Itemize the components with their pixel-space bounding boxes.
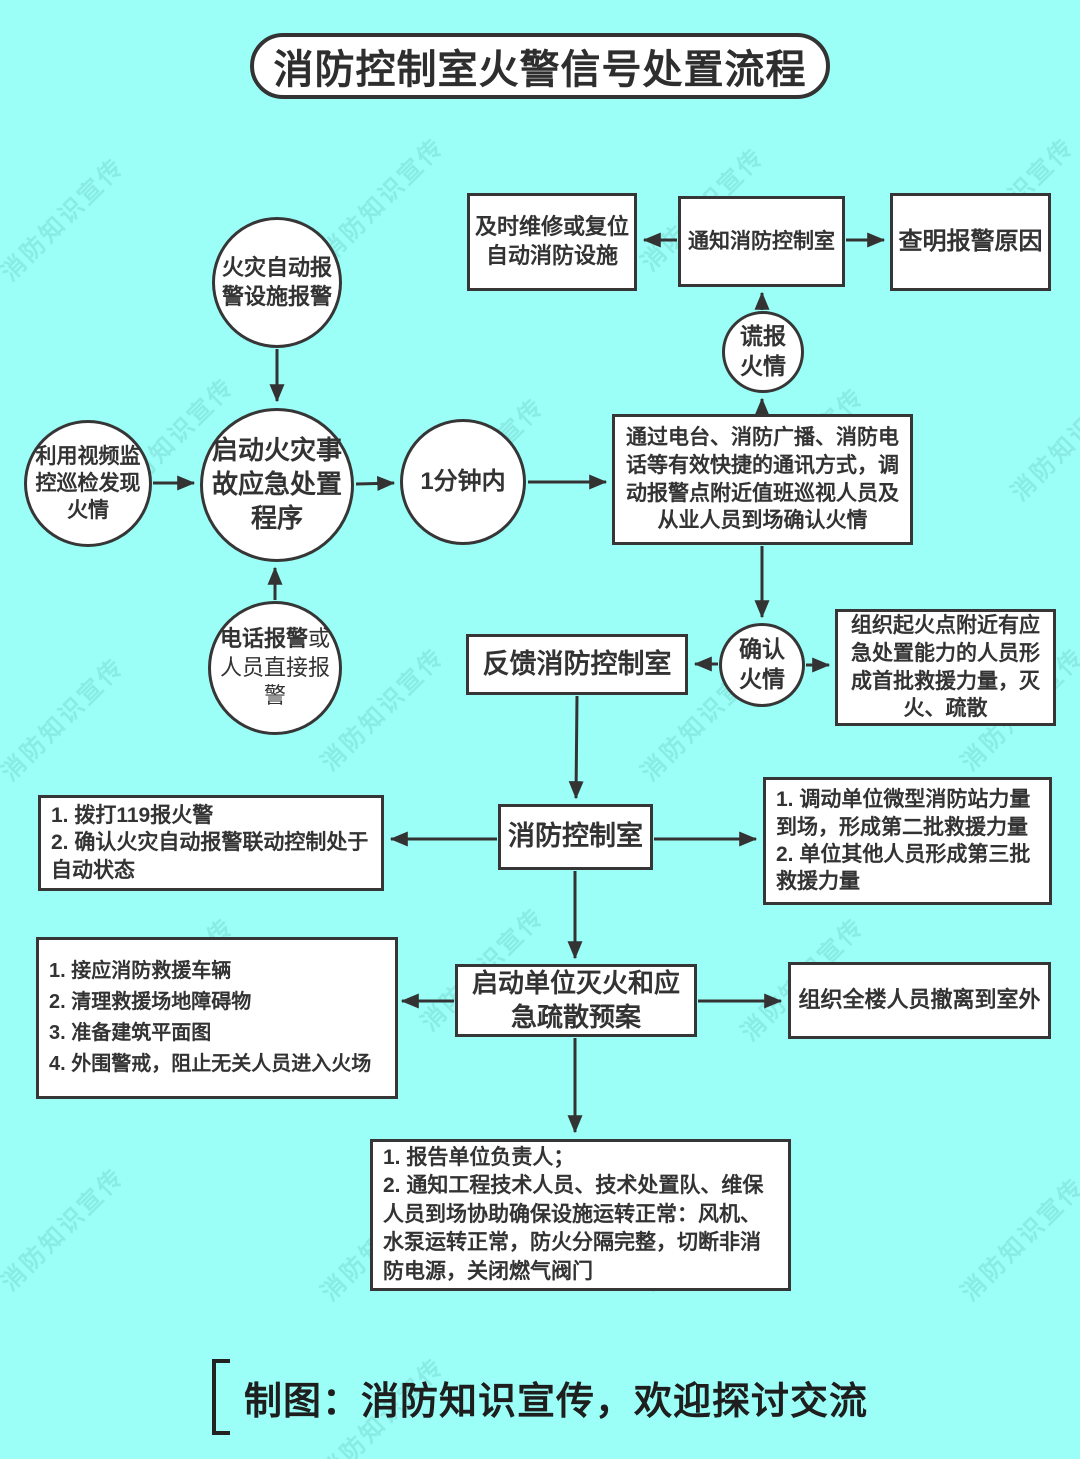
node-one-minute: 1分钟内 xyxy=(400,419,526,545)
node-evacuate-building: 组织全楼人员撤离到室外 xyxy=(788,962,1051,1039)
node-call-119: 1. 拨打119报火警 2. 确认火灾自动报警联动控制处于自动状态 xyxy=(38,795,384,891)
node-control-room: 消防控制室 xyxy=(498,804,653,870)
flow-arrow xyxy=(355,475,396,491)
phone-alarm-bold-text: 电话报警 xyxy=(219,626,308,652)
watermark-text: 消防知识宣传 xyxy=(316,132,450,267)
watermark-text: 消防知识宣传 xyxy=(1006,372,1080,507)
footer-caption: 制图：消防知识宣传，欢迎探讨交流 xyxy=(0,1352,1080,1442)
node-notify-control-room: 通知消防控制室 xyxy=(678,196,845,287)
node-site-preparation: 1. 接应消防救援车辆 2. 清理救援场地障碍物 3. 准备建筑平面图 4. 外… xyxy=(36,937,398,1099)
page-title: 消防控制室火警信号处置流程 xyxy=(250,33,830,99)
node-feedback-control-room: 反馈消防控制室 xyxy=(466,634,688,695)
watermark-text: 消防知识宣传 xyxy=(956,1172,1080,1307)
footer-text: 制图：消防知识宣传，欢迎探讨交流 xyxy=(243,1380,868,1423)
node-first-rescue: 组织起火点附近有应急处置能力的人员形成首批救援力量，灭火、疏散 xyxy=(835,609,1056,726)
node-start-procedure: 启动火灾事故应急处置程序 xyxy=(200,408,354,562)
node-report-notify: 1. 报告单位负责人； 2. 通知工程技术人员、技术处置队、维保人员到场协助确保… xyxy=(370,1139,791,1291)
flow-arrow xyxy=(568,695,584,800)
watermark-text: 消防知识宣传 xyxy=(0,652,130,787)
phone-alarm-rest-text: 或人员直接报警 xyxy=(219,626,331,709)
bracket-icon xyxy=(211,1359,230,1435)
node-start-plan: 启动单位灭火和应急疏散预案 xyxy=(455,964,697,1037)
node-comm-confirm: 通过电台、消防广播、消防电话等有效快捷的通讯方式，调动报警点附近值班巡视人员及从… xyxy=(612,414,913,545)
node-second-third-rescue: 1. 调动单位微型消防站力量到场，形成第二批救援力量 2. 单位其他人员形成第三… xyxy=(763,777,1052,905)
node-repair-reset: 及时维修或复位自动消防设施 xyxy=(467,193,637,291)
node-auto-alarm: 火灾自动报警设施报警 xyxy=(212,217,342,348)
node-false-alarm: 谎报火情 xyxy=(722,311,804,393)
watermark-text: 消防知识宣传 xyxy=(0,152,130,287)
node-confirm-fire: 确认火情 xyxy=(719,623,805,707)
node-find-cause: 查明报警原因 xyxy=(890,193,1051,291)
node-video-patrol: 利用视频监控巡检发现火情 xyxy=(24,420,152,547)
node-phone-alarm-label: 电话报警或人员直接报警 xyxy=(217,625,333,711)
node-phone-alarm: 电话报警或人员直接报警 xyxy=(208,601,342,735)
watermark-text: 消防知识宣传 xyxy=(0,1162,130,1297)
